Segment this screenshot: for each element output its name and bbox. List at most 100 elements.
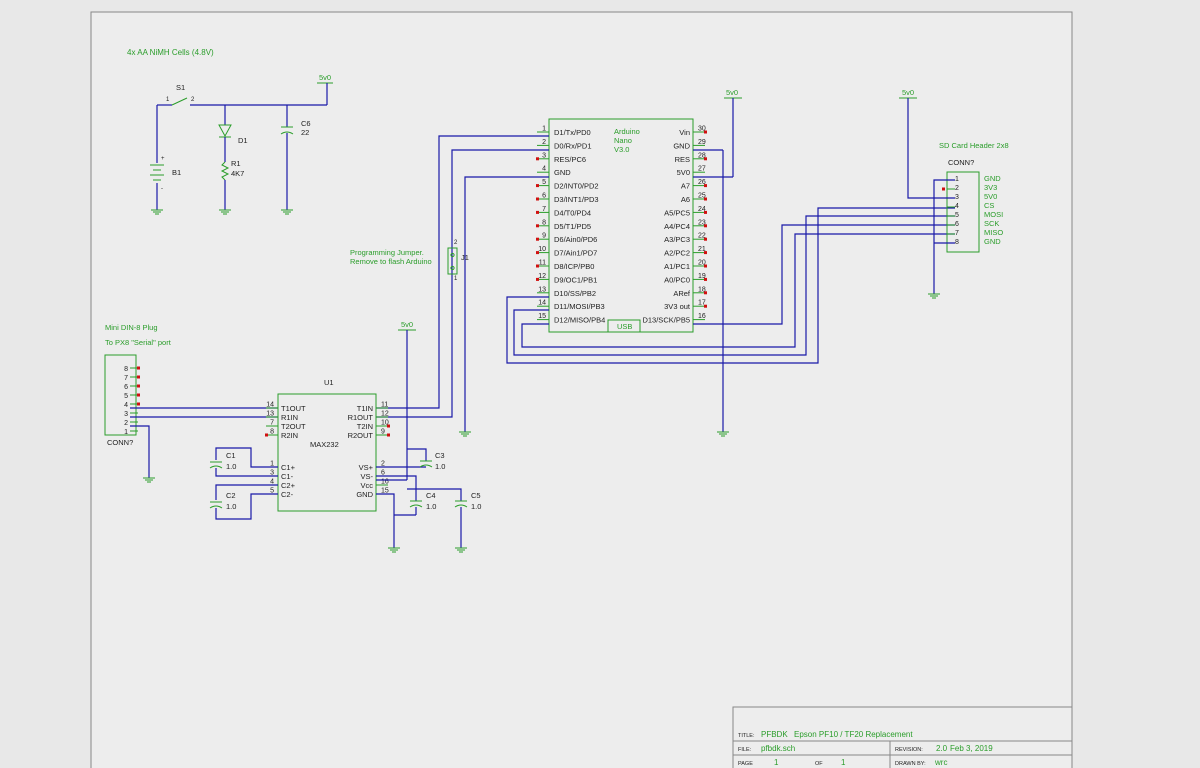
max232-pin-number: 9	[381, 429, 385, 436]
resistor-symbol	[220, 161, 230, 181]
file-value: pfbdk.sch	[761, 744, 795, 753]
max232-pin-label: T2OUT	[281, 422, 306, 431]
arduino-pin-number: 29	[698, 139, 706, 146]
arduino-pin-label: D9/OC1/PB1	[554, 275, 597, 284]
arduino-name1: Arduino	[614, 127, 640, 136]
max232-pin-number: 4	[270, 479, 274, 486]
arduino-pin-label: D7/Ain1/PD7	[554, 249, 597, 258]
revision-value: 2.0	[936, 744, 948, 753]
arduino-pin-number: 22	[698, 233, 706, 240]
sd-pin-number: 1	[955, 176, 959, 183]
din-pin-number: 8	[124, 366, 128, 373]
arduino-name3: V3.0	[614, 145, 629, 154]
arduino-name2: Nano	[614, 136, 632, 145]
switch-ref: S1	[176, 83, 185, 92]
max232-name: MAX232	[310, 440, 339, 449]
no-connect-marker	[704, 291, 707, 295]
no-connect-marker	[704, 277, 707, 281]
jumper-note1: Programming Jumper.	[350, 248, 424, 257]
mini-din-connector: Mini DIN-8 Plug To PX8 "Serial" port 876…	[104, 323, 278, 483]
no-connect-marker	[536, 277, 539, 281]
arduino-pin-label: D6/Ain0/PD6	[554, 235, 597, 244]
arduino-pin-number: 28	[698, 152, 706, 159]
arduino-pin-label: A3/PC3	[664, 235, 690, 244]
arduino-pin-label: Vin	[679, 128, 690, 137]
no-connect-marker	[137, 402, 140, 406]
arduino-pin-label: D3/INT1/PD3	[554, 195, 599, 204]
c5-value: 1.0	[471, 502, 481, 511]
sd-pin-number: 2	[955, 185, 959, 192]
din-pin-number: 6	[124, 384, 128, 391]
c3-ref: C3	[435, 451, 445, 460]
arduino-pin-number: 9	[542, 233, 546, 240]
max232-pin-number: 15	[381, 488, 389, 495]
arduino-pin-label: D10/SS/PB2	[554, 289, 596, 298]
din-pin-number: 2	[124, 420, 128, 427]
arduino-pin-label: 3V3 out	[664, 302, 691, 311]
arduino-pin-number: 19	[698, 273, 706, 280]
arduino-pin-number: 20	[698, 260, 706, 267]
no-connect-marker	[536, 264, 539, 268]
sd-pin-label: 3V3	[984, 183, 997, 192]
arduino-pin-label: A2/PC2	[664, 249, 690, 258]
sd-pin-number: 8	[955, 239, 959, 246]
no-connect-marker	[536, 197, 539, 201]
arduino-pin-label: ARef	[673, 289, 691, 298]
arduino-pin-number: 21	[698, 246, 706, 253]
arduino-pin-label: D13/SCK/PB5	[642, 316, 690, 325]
max232-nets: C1 1.0 C2 1.0 C3 1.0 C4 1.0 C5 1.0	[209, 330, 481, 553]
drawn-label: DRAWN BY:	[895, 761, 926, 767]
max232-pin-label: VS-	[360, 472, 373, 481]
jumper-ref: J1	[461, 253, 469, 262]
sd-supply-label: 5v0	[902, 88, 914, 97]
max232-pin-label: C1-	[281, 472, 294, 481]
arduino-pin-number: 11	[539, 260, 546, 267]
max232-pin-label: R2IN	[281, 431, 298, 440]
arduino-pin-number: 23	[698, 219, 706, 226]
arduino-pin-label: A4/PC4	[664, 222, 690, 231]
arduino-pin-number: 6	[542, 193, 546, 200]
c6-ref: C6	[301, 119, 311, 128]
no-connect-marker	[536, 157, 539, 161]
arduino-pin-number: 7	[542, 206, 546, 213]
arduino-pin-label: A5/PC5	[664, 208, 690, 217]
page-label: PAGE	[738, 761, 753, 767]
switch-pin2: 2	[191, 97, 195, 103]
c2-value: 1.0	[226, 502, 236, 511]
no-connect-marker	[137, 384, 140, 388]
arduino-pin-number: 30	[698, 126, 706, 133]
no-connect-marker	[536, 237, 539, 241]
arduino-pin-label: D8/ICP/PB0	[554, 262, 594, 271]
led-symbol	[218, 124, 232, 138]
arduino-pin-label: GND	[554, 168, 571, 177]
arduino-pin-label: D12/MISO/PB4	[554, 316, 605, 325]
arduino-pin-number: 2	[542, 139, 546, 146]
jumper-note2: Remove to flash Arduino	[350, 257, 432, 266]
max232-pin-number: 11	[381, 402, 388, 409]
c5-ref: C5	[471, 491, 481, 500]
sd-pin-number: 7	[955, 230, 959, 237]
sd-pin-label: GND	[984, 174, 1001, 183]
max232-pin-label: C2-	[281, 490, 294, 499]
arduino-pin-number: 14	[538, 300, 546, 307]
arduino-pin-label: A6	[681, 195, 690, 204]
din-ref: CONN?	[107, 438, 133, 447]
revision-label: REVISION:	[895, 747, 923, 753]
max232-pin-label: R1OUT	[348, 413, 374, 422]
no-connect-marker	[536, 184, 539, 188]
arduino-pin-label: D4/T0/PD4	[554, 208, 591, 217]
max232-pin-number: 16	[381, 479, 389, 486]
sd-pin-label: CS	[984, 201, 994, 210]
arduino-pin-number: 5	[542, 179, 546, 186]
no-connect-marker	[265, 433, 268, 437]
title-block: TITLE: PFBDK Epson PF10 / TF20 Replaceme…	[732, 706, 1073, 768]
led-ref: D1	[238, 136, 248, 145]
no-connect-marker	[536, 224, 539, 228]
din-pin-number: 4	[124, 402, 128, 409]
resistor-ref: R1	[231, 159, 241, 168]
arduino-pin-number: 8	[542, 219, 546, 226]
